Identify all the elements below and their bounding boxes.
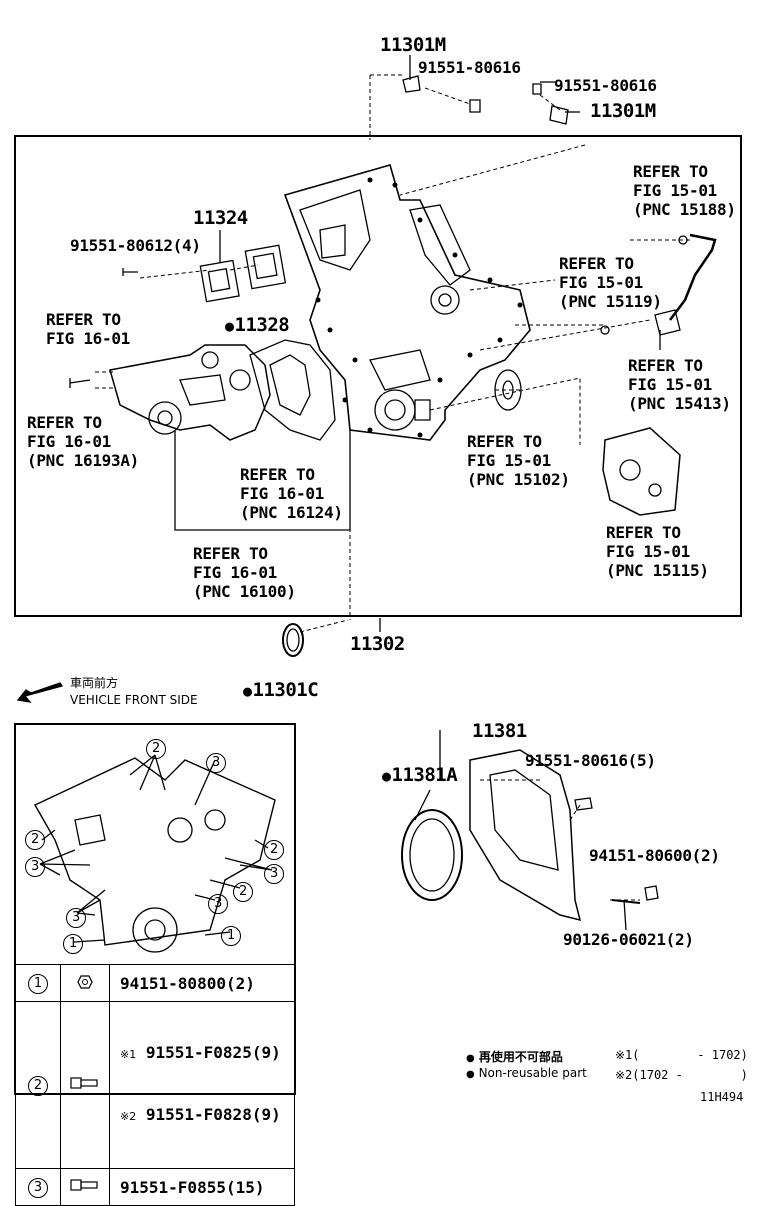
callout-2-a: 2 [146, 737, 166, 759]
legend-row-2: 2 ※1 91551-F0825(9) ※2 91551-F0828(9) [15, 1001, 295, 1169]
bolt-legend-table: 1 94151-80800(2) 2 ※1 91551-F0825(9) ※2 … [15, 964, 295, 1206]
part-11301m-top-label[interactable]: 11301M [380, 34, 446, 56]
part-91551-80616-label-a[interactable]: 91551-80616 [418, 58, 521, 77]
part-11381-label[interactable]: 11381 [472, 720, 527, 742]
part-11381a-label[interactable]: 11381A [382, 764, 458, 787]
legend-part-3[interactable]: 91551-F0855(15) [109, 1168, 295, 1206]
note2-range: ※2(1702 - ) [615, 1068, 748, 1082]
non-reusable-jp-note: ● 再使用不可部品 [466, 1050, 563, 1064]
main-frame [14, 135, 742, 617]
legend-row-3: 3 91551-F0855(15) [15, 1168, 295, 1206]
legend-callout-3: 3 [28, 1178, 48, 1198]
part-11328-label[interactable]: 11328 [225, 314, 290, 337]
callout-2-c: 2 [264, 838, 284, 860]
part-91551-80616-label-b[interactable]: 91551-80616 [554, 76, 657, 95]
part-11324-label[interactable]: 11324 [193, 207, 248, 229]
legend-note1-mark: ※1 [120, 1048, 137, 1061]
part-91551-80612-label[interactable]: 91551-80612(4) [70, 236, 201, 255]
part-11301c-label[interactable]: 11301C [243, 679, 319, 702]
callout-2-d: 2 [233, 880, 253, 902]
flange-bolt-icon [60, 1001, 110, 1169]
note1-range: ※1( - 1702) [615, 1048, 748, 1062]
legend-callout-1: 1 [28, 974, 48, 994]
nut-icon [60, 964, 110, 1002]
bolt-icon [60, 1168, 110, 1206]
legend-part-2a[interactable]: 91551-F0825(9) [145, 1043, 281, 1062]
callout-1-a: 1 [63, 932, 83, 954]
callout-1-b: 1 [221, 924, 241, 946]
callout-2-b: 2 [25, 828, 45, 850]
part-94151-80600-label[interactable]: 94151-80600(2) [589, 846, 720, 865]
vehicle-front-jp-label: 車両前方 [70, 676, 119, 690]
vehicle-front-en-label: VEHICLE FRONT SIDE [70, 693, 198, 707]
part-91551-80616-5-label[interactable]: 91551-80616(5) [525, 751, 656, 770]
part-11302-label[interactable]: 11302 [350, 633, 405, 655]
legend-callout-2: 2 [28, 1076, 48, 1096]
callout-3-c: 3 [264, 862, 284, 884]
part-90126-06021-label[interactable]: 90126-06021(2) [563, 930, 694, 949]
callout-3-b: 3 [25, 855, 45, 877]
legend-part-2b[interactable]: 91551-F0828(9) [145, 1105, 281, 1124]
callout-3-e: 3 [66, 906, 86, 928]
legend-row-1: 1 94151-80800(2) [15, 964, 295, 1002]
non-reusable-en-note: ● Non-reusable part [466, 1066, 587, 1080]
figure-code: 11H494 [700, 1090, 744, 1104]
legend-part-1[interactable]: 94151-80800(2) [109, 964, 295, 1002]
callout-3-a: 3 [206, 751, 226, 773]
part-11301m-right-label[interactable]: 11301M [590, 100, 656, 122]
callout-3-d: 3 [208, 892, 228, 914]
